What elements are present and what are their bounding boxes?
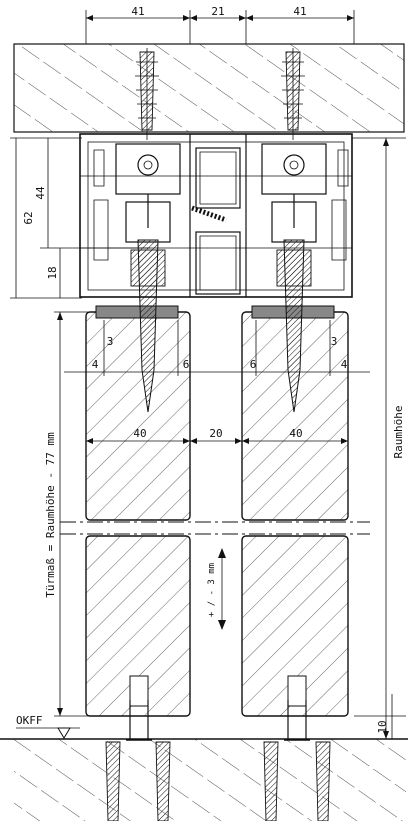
dim-floor-gap: 10 [376,720,389,733]
dim-top-left-width: 41 [131,5,144,18]
door-panel-left [85,239,191,717]
dim-right-inset: 4 [341,358,348,371]
dim-right-panel-width: 40 [289,427,302,440]
dim-upper-height: 44 [34,186,47,200]
floor-guide-right [284,700,310,741]
ceiling-anchor-right [281,48,305,140]
dim-right-offset: 6 [250,358,257,371]
dim-left-inset: 4 [92,358,99,371]
floor-guide-left [126,700,152,741]
door-panel-right [241,239,349,717]
dim-left-inset-small: 3 [107,335,114,348]
label-room-height: Raumhöhe [392,406,405,459]
label-door-dimension: Türmaß = Raumhöhe - 77 mm [44,432,57,598]
label-tolerance: + / - 3 mm [207,563,217,617]
dim-top-gap: 21 [211,5,224,18]
dim-left-panel-width: 40 [133,427,146,440]
ceiling-section [13,43,405,133]
break-lines [60,521,370,535]
dim-profile-height: 62 [22,211,35,224]
floor-section [0,738,408,821]
dimension-lines: 41 21 41 62 44 18 4 3 6 6 3 4 40 20 40 T… [10,5,406,739]
dim-left-offset: 6 [183,358,190,371]
dim-panel-gap: 20 [209,427,222,440]
label-floor-level: OKFF [16,714,43,727]
floor-anchors [105,741,331,821]
dim-lower-height: 18 [46,266,59,279]
ceiling-anchor-left [135,48,159,140]
dim-right-inset-small: 3 [331,335,338,348]
dim-top-right-width: 41 [293,5,306,18]
